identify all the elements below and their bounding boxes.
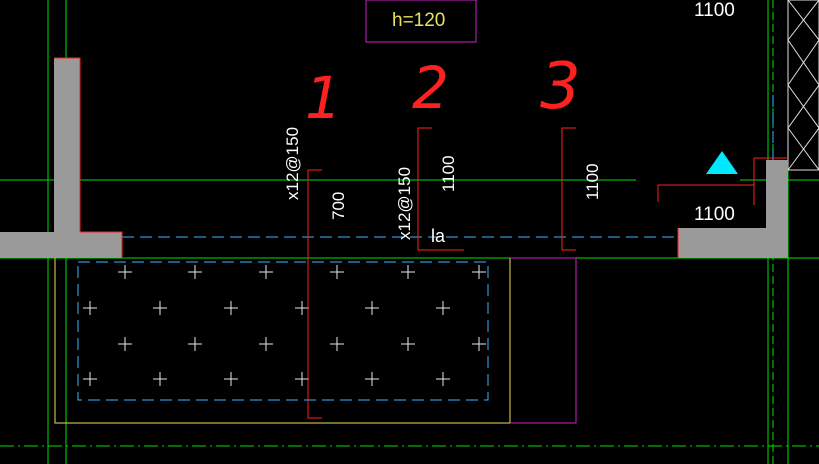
dimension-1100-c: 1100 bbox=[694, 204, 735, 225]
annotation-mark-1: 1 bbox=[305, 64, 342, 132]
rebar-label-left: x12@150 bbox=[283, 127, 302, 200]
anchor-length-label: la bbox=[431, 226, 446, 246]
annotation-mark-2: 2 bbox=[412, 54, 449, 122]
slab-thickness-label: h=120 bbox=[392, 10, 445, 31]
slab-outline-magenta bbox=[510, 257, 577, 424]
annotation-mark-3: 3 bbox=[540, 50, 581, 124]
cyan-triangle-icon bbox=[706, 151, 738, 174]
dimension-1100-b: 1100 bbox=[583, 163, 602, 200]
top-right-dimension: 1100 bbox=[694, 0, 735, 21]
rebar-lines bbox=[307, 127, 576, 419]
slab-outline-yellow bbox=[54, 0, 511, 424]
rebar-label-mid: x12@150 bbox=[395, 167, 414, 240]
column-cross-hatch bbox=[787, 0, 819, 171]
dashed-outline bbox=[77, 95, 774, 401]
wall-section-right bbox=[657, 157, 788, 258]
plus-hatch-icon bbox=[83, 265, 486, 386]
dimension-700: 700 bbox=[329, 192, 348, 220]
wall-section-left bbox=[0, 57, 123, 258]
dimension-1100-a: 1100 bbox=[439, 155, 458, 192]
